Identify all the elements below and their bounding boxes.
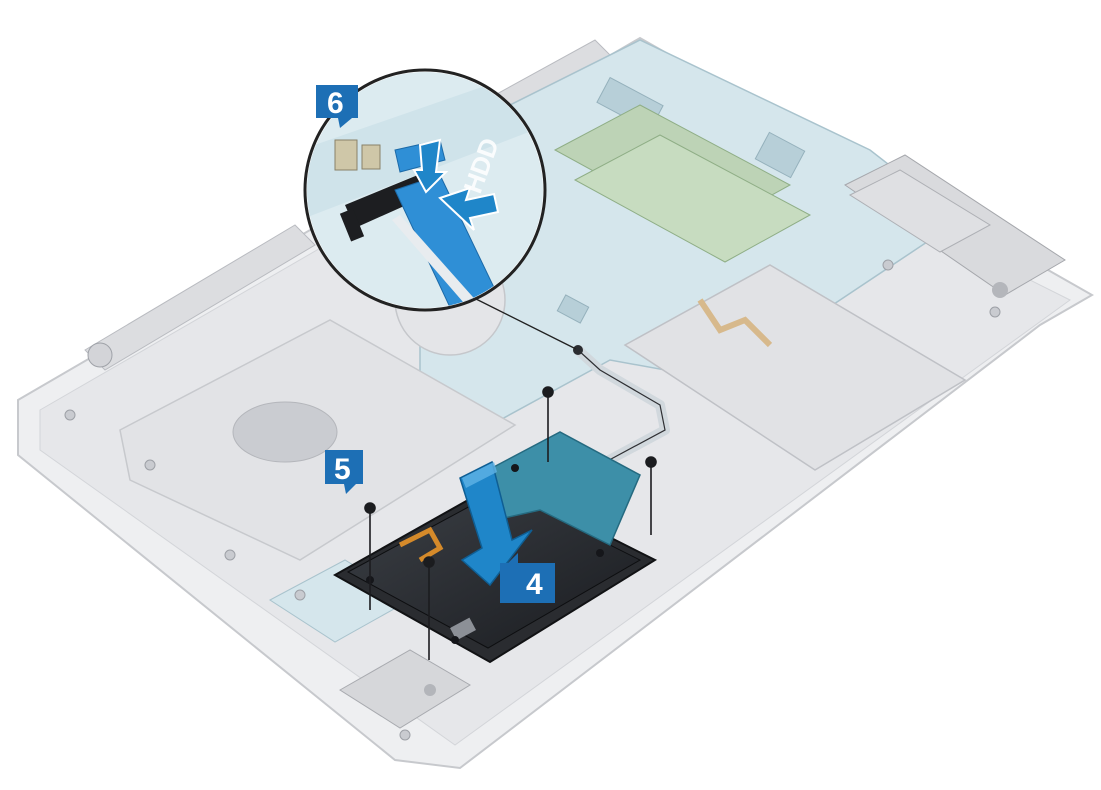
- display-hinges: [84, 39, 616, 371]
- hard-drive-label: [450, 617, 476, 641]
- callout-leader-line: [469, 295, 577, 350]
- arrow-down-icon: [412, 138, 449, 194]
- bay-label-sticker: [232, 401, 338, 463]
- connector-callout: HDD: [303, 68, 547, 312]
- hard-drive-interposer: [398, 526, 444, 563]
- arrow-left-icon: [438, 186, 500, 231]
- left-speaker: [339, 649, 471, 729]
- touchpad-cable: [697, 298, 773, 348]
- step-number-4: 4: [526, 568, 543, 601]
- step-number-6: 6: [327, 87, 344, 120]
- memory-modules: [553, 104, 812, 263]
- laptop-palmrest-assembly: [17, 36, 1095, 770]
- step-number-5: 5: [334, 453, 351, 486]
- step-badge-5: 5: [325, 450, 363, 494]
- cable-connector-point: [573, 345, 583, 355]
- arrow-down-icon: [459, 460, 533, 587]
- hard-drive-screws: [364, 386, 657, 660]
- ssd-shield: [848, 169, 992, 253]
- step-badge-6: 6: [316, 85, 358, 128]
- step-badge-4: 4: [500, 553, 555, 603]
- chassis-screws: [64, 259, 1001, 741]
